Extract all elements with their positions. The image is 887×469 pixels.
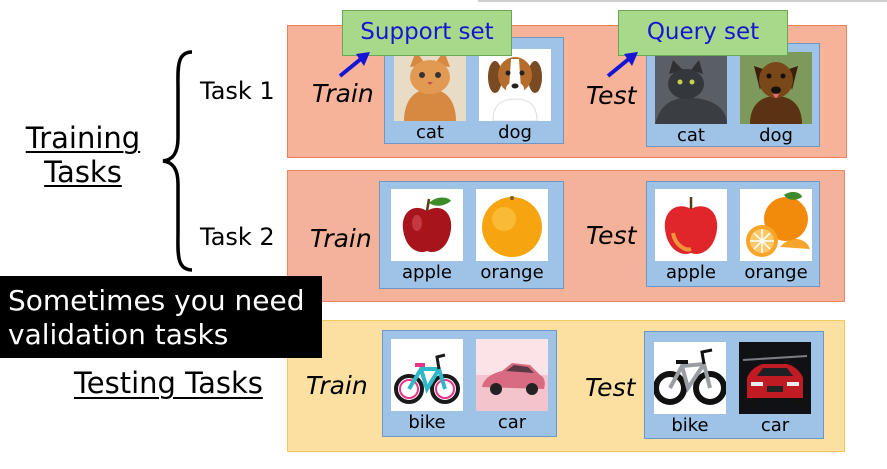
training-title-line1: Training <box>25 121 141 155</box>
task-2-test-orange: orange <box>740 189 812 283</box>
item-label: apple <box>402 262 452 283</box>
query-arrow-icon <box>606 52 638 78</box>
task-2-test-apple: apple <box>655 189 727 283</box>
item-label: orange <box>480 262 544 283</box>
query-set-tag: Query set <box>618 10 788 56</box>
dog-photo-icon <box>479 49 551 121</box>
item-label: car <box>760 415 790 436</box>
task-2-query-set: apple orange <box>646 181 820 287</box>
support-arrow-icon <box>338 52 370 78</box>
testing-query-set: bike car <box>644 331 824 439</box>
top-divider-line <box>478 0 887 2</box>
item-label: dog <box>498 122 532 143</box>
task-2-label: Task 2 <box>200 223 275 251</box>
orange-photo-icon <box>740 189 812 261</box>
support-set-tag: Support set <box>342 10 512 56</box>
bike-photo-icon <box>391 339 463 411</box>
item-label: cat <box>416 122 444 143</box>
task-1-support-set: cat dog <box>384 37 564 144</box>
car-photo-icon <box>476 339 548 411</box>
car-photo-icon <box>739 342 811 414</box>
item-label: bike <box>408 412 446 433</box>
task-2-train-label: Train <box>310 224 372 253</box>
testing-support-set: bike car <box>382 330 557 437</box>
task-2-train-orange: orange <box>476 189 548 283</box>
task-1-label: Task 1 <box>200 77 275 105</box>
training-title-line2: Tasks <box>44 155 122 189</box>
caption-line2: validation tasks <box>8 318 229 351</box>
task-1-train-dog: dog <box>479 49 551 143</box>
item-label: apple <box>666 262 716 283</box>
task-1-train-cat: cat <box>394 49 466 143</box>
task-1-test-cat: cat <box>655 52 727 146</box>
item-label: orange <box>744 262 808 283</box>
task-1-train-label: Train <box>312 79 374 108</box>
curly-brace-icon <box>162 50 193 272</box>
cat-photo-icon <box>655 52 727 124</box>
item-label: dog <box>759 125 793 146</box>
apple-photo-icon <box>655 189 727 261</box>
training-tasks-title: Training Tasks <box>18 121 148 189</box>
testing-tasks-title: Testing Tasks <box>74 366 263 400</box>
testing-test-car: car <box>739 342 811 436</box>
task-1-test-label: Test <box>586 81 637 110</box>
testing-train-car: car <box>476 339 548 433</box>
testing-test-bike: bike <box>654 342 726 436</box>
item-label: cat <box>677 125 705 146</box>
testing-train-label: Train <box>306 371 368 400</box>
caption-line1: Sometimes you need <box>8 284 305 317</box>
subtitle-caption: Sometimes you need validation tasks <box>0 276 322 358</box>
cat-photo-icon <box>394 49 466 121</box>
task-2-train-apple: apple <box>391 189 463 283</box>
testing-test-label: Test <box>585 373 636 402</box>
apple-photo-icon <box>391 189 463 261</box>
item-label: bike <box>671 415 709 436</box>
bike-photo-icon <box>654 342 726 414</box>
task-1-test-dog: dog <box>740 52 812 146</box>
task-1-query-set: cat dog <box>646 43 820 147</box>
item-label: car <box>497 412 527 433</box>
dog-photo-icon <box>740 52 812 124</box>
task-2-test-label: Test <box>586 221 637 250</box>
task-2-support-set: apple orange <box>379 181 564 289</box>
orange-photo-icon <box>476 189 548 261</box>
testing-train-bike: bike <box>391 339 463 433</box>
